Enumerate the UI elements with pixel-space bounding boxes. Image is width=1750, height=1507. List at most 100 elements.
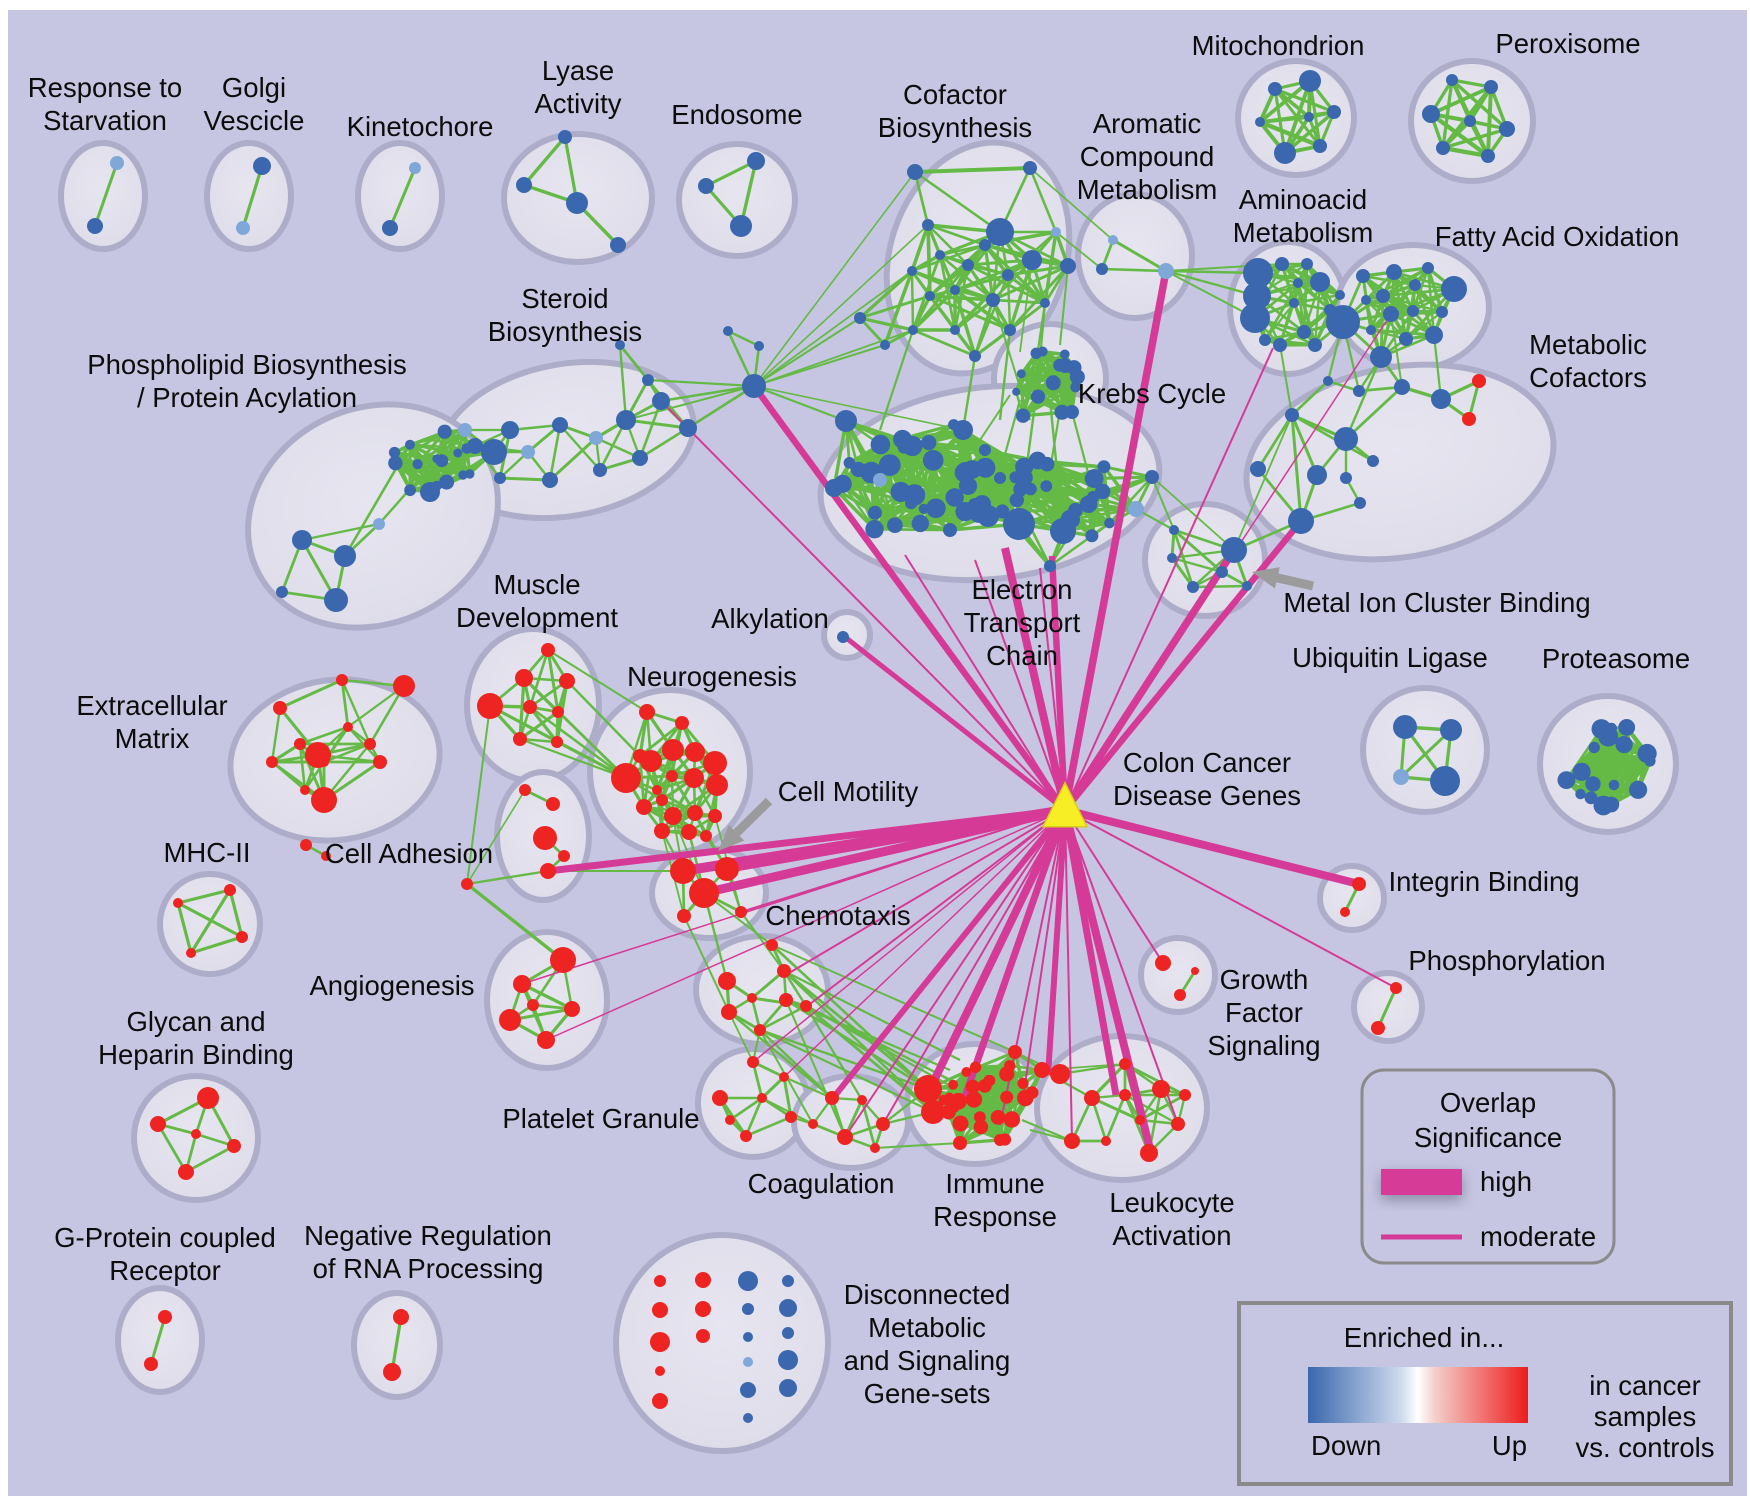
green-edge-intercluster bbox=[647, 378, 755, 388]
gene-set-node-phospholipid-biosynthesis bbox=[439, 474, 455, 490]
cluster-label-angiogenesis: Angiogenesis bbox=[309, 970, 474, 1001]
gene-set-node-steroid-biosynthesis bbox=[593, 463, 607, 477]
green-edge-intercluster bbox=[1344, 356, 1383, 440]
gene-set-node-platelet-granule bbox=[779, 1072, 789, 1082]
green-edge-intercluster bbox=[466, 869, 549, 886]
green-edge-intercluster bbox=[759, 1029, 934, 1113]
green-edge-intercluster bbox=[753, 171, 916, 387]
gene-set-node-electron-transport-chain bbox=[975, 457, 996, 478]
gene-set-node-disconnected-gene-sets bbox=[652, 1393, 668, 1409]
gene-set-node-mhc-ii bbox=[186, 948, 196, 958]
gene-set-node-fatty-acid-oxidation bbox=[1436, 306, 1448, 318]
green-edge-metabolic-cofactors bbox=[1290, 414, 1303, 522]
cluster-label-alkylation: Alkylation bbox=[711, 603, 829, 634]
cluster-label-metabolic-cofactors: Metabolic bbox=[1529, 329, 1647, 360]
green-edge-immune-response bbox=[972, 1051, 1016, 1088]
gene-set-node-acylation-connector bbox=[723, 326, 733, 336]
gene-set-node-peroxisome bbox=[1446, 74, 1458, 86]
gene-set-node-cofactor-biosynthesis bbox=[935, 250, 945, 260]
gene-set-node-extracellular-matrix bbox=[343, 722, 353, 732]
green-edge-steroid-biosynthesis bbox=[625, 418, 689, 430]
gene-set-node-fatty-acid-oxidation bbox=[1370, 346, 1392, 368]
gene-set-node-aminoacid-metabolism bbox=[1289, 298, 1299, 308]
green-edge-immune-response bbox=[974, 1067, 982, 1118]
green-edge-electron-transport-chain bbox=[1029, 487, 1077, 512]
gene-set-node-cofactor-biosynthesis bbox=[950, 325, 960, 335]
green-edge-aminoacid-metabolism bbox=[1263, 282, 1300, 341]
gene-set-node-electron-transport-chain bbox=[968, 498, 982, 512]
gene-set-node-metabolic-cofactors bbox=[1288, 508, 1314, 534]
gene-set-node-g-protein-coupled-receptor bbox=[144, 1357, 158, 1371]
gene-set-node-electron-transport-chain bbox=[868, 505, 882, 520]
green-edge-intercluster bbox=[625, 385, 755, 421]
green-edge-platelet-granule bbox=[751, 1061, 764, 1099]
cluster-label-mitochondrion: Mitochondrion bbox=[1192, 30, 1365, 61]
gene-set-node-muscle-development bbox=[523, 700, 537, 714]
green-edge-aminoacid-metabolism bbox=[1302, 263, 1309, 333]
gene-set-node-negative-regulation-rna bbox=[393, 1309, 409, 1325]
gene-set-node-cofactor-biosynthesis bbox=[880, 340, 890, 350]
cluster-label-platelet-granule: Platelet Granule bbox=[502, 1103, 699, 1134]
green-edge-leukocyte-activation bbox=[1124, 1062, 1186, 1097]
green-edge-intercluster bbox=[874, 1142, 961, 1149]
gene-set-node-disconnected-gene-sets bbox=[743, 1357, 753, 1367]
green-edge-neurogenesis bbox=[639, 721, 683, 758]
green-edge-cofactor-biosynthesis bbox=[1028, 167, 1058, 233]
gene-set-node-cofactor-biosynthesis bbox=[907, 266, 917, 276]
cluster-label-immune-response: Response bbox=[933, 1201, 1057, 1232]
gene-set-node-angiogenesis bbox=[527, 999, 539, 1011]
gene-set-node-neurogenesis bbox=[664, 807, 682, 825]
gene-set-node-chemotaxis bbox=[754, 1024, 766, 1036]
gene-set-node-mitochondrion bbox=[1268, 82, 1282, 96]
gene-set-node-cofactor-biosynthesis bbox=[969, 350, 981, 362]
green-edge-intercluster bbox=[566, 680, 641, 757]
hub-edge-high bbox=[1062, 518, 1304, 813]
cluster-label-disconnected-gene-sets: and Signaling bbox=[844, 1345, 1011, 1376]
gene-set-node-electron-transport-chain bbox=[865, 520, 884, 539]
green-edge-krebs-cycle bbox=[1058, 365, 1064, 413]
green-edge-phospholipid-biosynthesis bbox=[394, 461, 448, 484]
gene-set-node-acylation-connector bbox=[742, 374, 766, 398]
gene-set-node-angiogenesis bbox=[513, 975, 531, 993]
green-edge-cofactor-biosynthesis bbox=[858, 269, 914, 320]
gene-set-node-cofactor-biosynthesis bbox=[1004, 324, 1016, 336]
cluster-label-phosphorylation: Phosphorylation bbox=[1408, 945, 1605, 976]
cluster-label-golgi-vescicle: Vescicle bbox=[204, 105, 305, 136]
hub-edge-moderate bbox=[783, 809, 1066, 977]
gene-set-node-cofactor-biosynthesis bbox=[907, 164, 923, 180]
cluster-ellipse-response-to-starvation bbox=[58, 140, 148, 252]
gene-set-node-krebs-cycle bbox=[1054, 404, 1070, 420]
gene-set-node-metabolic-cofactors bbox=[1323, 376, 1333, 386]
cluster-label-negative-regulation-rna: Negative Regulation bbox=[304, 1220, 552, 1251]
gene-set-node-immune-response bbox=[965, 1079, 980, 1094]
green-edge-steroid-biosynthesis bbox=[548, 424, 562, 481]
cluster-label-immune-response: Immune bbox=[945, 1168, 1044, 1199]
gene-set-node-golgi-vescicle bbox=[236, 221, 250, 235]
gene-set-node-electron-transport-chain bbox=[1068, 502, 1083, 518]
gene-set-node-immune-response bbox=[973, 1119, 989, 1135]
gene-set-node-aromatic-compound-metabolism bbox=[1096, 263, 1108, 275]
gene-set-node-proteasome bbox=[1598, 726, 1619, 747]
cluster-label-electron-transport-chain: Chain bbox=[986, 640, 1058, 671]
green-edge-cofactor-biosynthesis bbox=[884, 328, 914, 347]
gene-set-node-cell-motility bbox=[715, 857, 739, 881]
gene-set-node-muscle-development bbox=[559, 673, 575, 689]
green-edge-steroid-biosynthesis bbox=[639, 426, 689, 460]
gene-set-node-aminoacid-metabolism bbox=[1297, 325, 1311, 339]
gene-set-node-electron-transport-chain bbox=[918, 503, 929, 514]
gene-set-node-cofactor-biosynthesis bbox=[1051, 227, 1061, 237]
hub-edge-moderate bbox=[1064, 809, 1179, 1125]
hub-edge-moderate bbox=[1021, 809, 1066, 1106]
green-edge-peroxisome bbox=[1429, 112, 1490, 158]
gene-set-node-electron-transport-chain bbox=[1024, 482, 1037, 496]
gene-set-node-mitochondrion bbox=[1313, 139, 1327, 153]
gene-set-node-disconnected-gene-sets bbox=[652, 1302, 668, 1318]
gene-set-node-endosome bbox=[730, 215, 752, 237]
hub-edge-moderate bbox=[1064, 809, 1164, 964]
green-edge-lyase-activity bbox=[563, 136, 579, 204]
gene-set-node-immune-response bbox=[953, 1136, 967, 1150]
gene-set-node-electron-transport-chain bbox=[953, 420, 973, 440]
green-edge-electron-transport-chain bbox=[833, 486, 896, 527]
